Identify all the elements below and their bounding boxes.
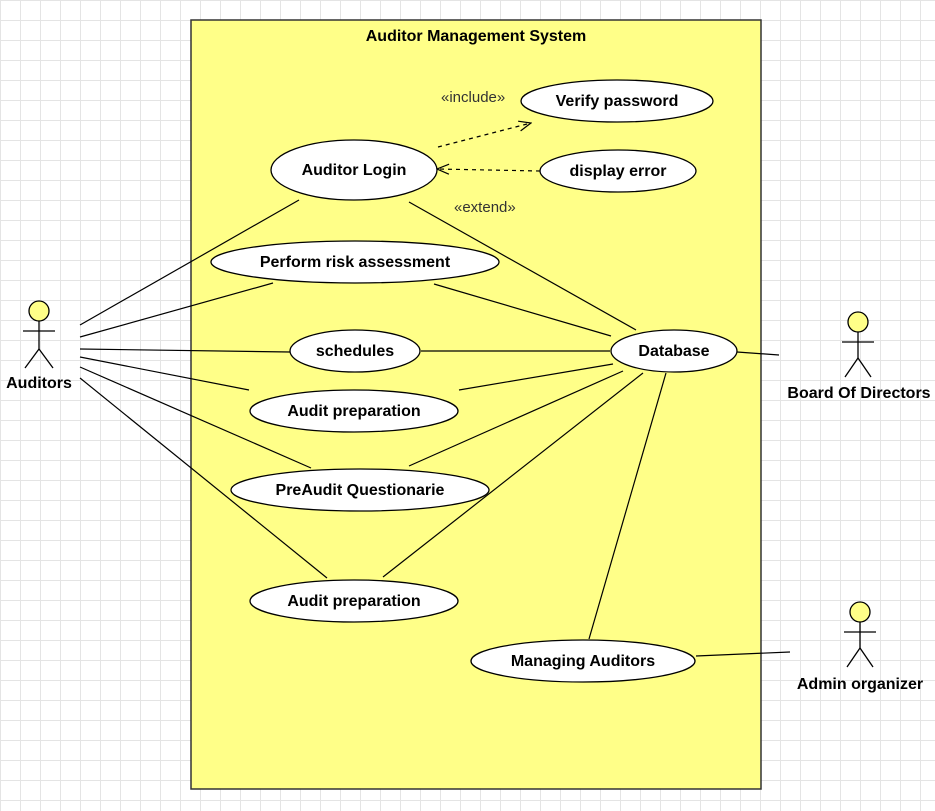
actor-head-icon — [28, 300, 50, 322]
actor-head-icon — [847, 311, 869, 333]
use-case-preaudit-questionarie[interactable]: PreAudit Questionarie — [230, 468, 490, 512]
assoc-login-db[interactable] — [408, 201, 637, 331]
use-case-audit-preparation-2[interactable]: Audit preparation — [249, 579, 459, 623]
actor-label-board: Board Of Directors — [787, 385, 930, 402]
associations — [79, 199, 791, 657]
use-case-schedules[interactable]: schedules — [289, 329, 421, 373]
assoc-auditors-prep2[interactable] — [79, 377, 328, 579]
actor-head-icon — [849, 601, 871, 623]
actor-admin-organizer[interactable] — [844, 601, 876, 668]
use-case-label: Audit preparation — [287, 403, 420, 420]
assoc-db-board[interactable] — [736, 351, 780, 356]
include-arrow[interactable] — [437, 123, 531, 148]
use-case-audit-preparation-1[interactable]: Audit preparation — [249, 389, 459, 433]
assoc-auditors-schedules[interactable] — [79, 348, 291, 353]
assoc-managing-db[interactable] — [588, 372, 667, 640]
assoc-prep2-db[interactable] — [382, 372, 644, 578]
assoc-risk-db[interactable] — [433, 283, 612, 337]
use-case-label: schedules — [316, 343, 394, 360]
assoc-auditors-preaudit[interactable] — [79, 366, 312, 469]
use-case-label: PreAudit Questionarie — [276, 482, 445, 499]
use-case-label: Verify password — [556, 93, 679, 110]
use-case-auditor-login[interactable]: Auditor Login — [270, 139, 438, 201]
use-case-label: Managing Auditors — [511, 653, 655, 670]
assoc-auditors-prep1[interactable] — [79, 356, 250, 391]
extend-arrow[interactable] — [437, 169, 541, 171]
actor-label-auditors: Auditors — [6, 375, 72, 392]
assoc-prep1-db[interactable] — [458, 363, 614, 391]
system-title: Auditor Management System — [366, 28, 586, 45]
assoc-preaudit-db[interactable] — [408, 370, 624, 467]
actor-auditors[interactable] — [23, 300, 55, 369]
dependencies — [437, 123, 541, 171]
assoc-managing-admin[interactable] — [695, 651, 791, 657]
actor-board-of-directors[interactable] — [842, 311, 874, 378]
assoc-auditors-risk[interactable] — [79, 282, 274, 338]
use-case-label: Audit preparation — [287, 593, 420, 610]
include-label: «include» — [441, 89, 505, 106]
use-case-label: Database — [638, 343, 709, 360]
use-case-database[interactable]: Database — [610, 329, 738, 373]
use-case-perform-risk-assessment[interactable]: Perform risk assessment — [210, 240, 500, 284]
use-case-display-error[interactable]: display error — [539, 149, 697, 193]
use-case-verify-password[interactable]: Verify password — [520, 79, 714, 123]
use-case-managing-auditors[interactable]: Managing Auditors — [470, 639, 696, 683]
use-case-label: display error — [570, 163, 667, 180]
use-case-label: Auditor Login — [302, 162, 407, 179]
actor-label-admin: Admin organizer — [797, 676, 923, 693]
assoc-auditors-login[interactable] — [79, 199, 300, 326]
extend-label: «extend» — [454, 199, 516, 216]
use-case-label: Perform risk assessment — [260, 254, 451, 271]
